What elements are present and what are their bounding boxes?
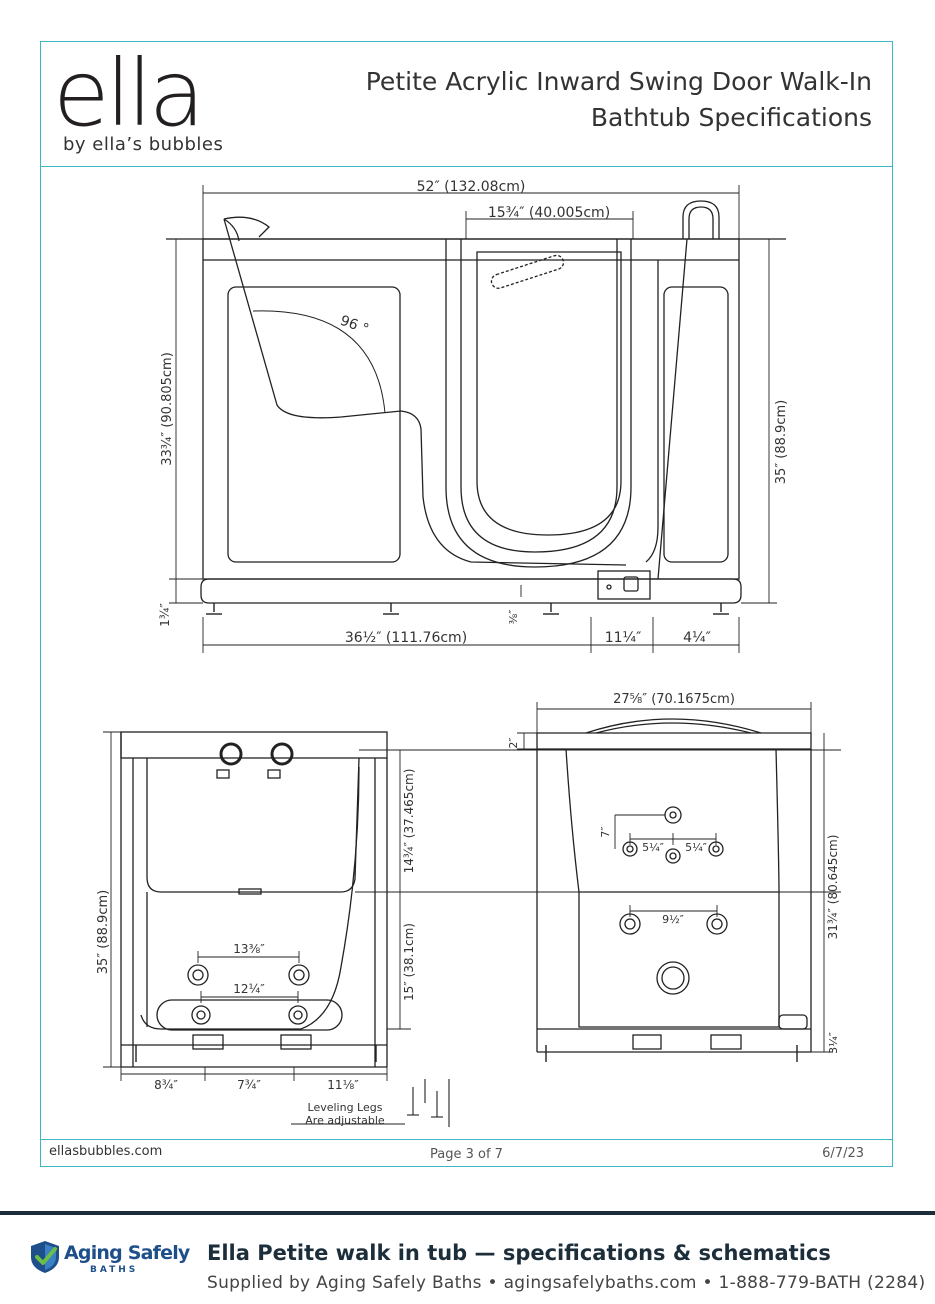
front-jet-spacing-upper: 13⅜″ [233, 942, 265, 956]
title-line-1: Petite Acrylic Inward Swing Door Walk-In [365, 67, 872, 96]
front-upper-depth: 14¾″ (37.465cm) [402, 769, 416, 874]
logo-wordmark: ella [53, 40, 205, 147]
side-rim-height: 2″ [507, 737, 520, 748]
side-overall-height: 31¾″ (80.645cm) [826, 835, 840, 940]
front-lower-depth: 15″ (38.1cm) [402, 923, 416, 1001]
brand-name: Aging Safely [64, 1242, 190, 1264]
leveling-note-1: Leveling Legs [308, 1101, 383, 1114]
top-overall-width: 52″ (132.08cm) [417, 179, 526, 195]
top-dim-bottom-1: 36½″ (111.76cm) [345, 630, 467, 646]
brand-sub: BATHS [90, 1265, 139, 1275]
footer-website[interactable]: ellasbubbles.com [49, 1144, 163, 1159]
top-drain-offset: ⅜″ [507, 610, 520, 625]
top-right-height: 35″ (88.9cm) [774, 400, 789, 484]
title-line-2: Bathtub Specifications [590, 103, 872, 132]
band-subtitle: Supplied by Aging Safely Baths • agingsa… [207, 1273, 926, 1293]
top-left-height: 33¾″ (90.805cm) [160, 352, 175, 466]
header-divider [41, 166, 892, 167]
footer-divider [41, 1139, 892, 1140]
footer-date: 6/7/23 [822, 1146, 864, 1161]
front-dim-bottom-3: 11⅛″ [327, 1078, 359, 1092]
side-jet-spacing-lower: 9½″ [662, 913, 684, 926]
top-dim-bottom-3: 4¼″ [683, 630, 711, 646]
supplier-band [0, 1215, 935, 1304]
side-jet-spacing-right: 5¼″ [685, 841, 707, 854]
side-jet-spacing-left: 5¼″ [642, 841, 664, 854]
band-divider [0, 1211, 935, 1215]
front-dim-bottom-1: 8¾″ [154, 1078, 178, 1092]
front-overall-height: 35″ (88.9cm) [96, 890, 111, 974]
top-view [166, 185, 786, 653]
spec-sheet: ella by ella’s bubbles Petite Acrylic In… [40, 41, 893, 1167]
front-view [103, 731, 841, 1127]
footer-page-number: Page 3 of 7 [430, 1147, 503, 1162]
side-view [517, 702, 833, 1062]
band-title: Ella Petite walk in tub — specifications… [207, 1241, 831, 1265]
top-door-width: 15¾″ (40.005cm) [488, 205, 610, 221]
shield-check-icon [31, 1241, 59, 1273]
top-leg-height: 1¾″ [158, 603, 172, 627]
leveling-note-2: Are adjustable [305, 1114, 385, 1127]
side-jet-vertical: 7″ [599, 826, 612, 837]
schematic-drawing: 52″ (132.08cm) 15¾″ (40.005cm) 96 ° 33¾″… [96, 179, 841, 1127]
front-jet-spacing-lower: 12¼″ [233, 982, 265, 996]
ella-logo: ella by ella’s bubbles [53, 40, 224, 156]
logo-tagline: by ella’s bubbles [63, 134, 224, 155]
top-dim-bottom-2: 11¼″ [605, 630, 642, 646]
top-seat-angle: 96 ° [338, 313, 371, 338]
side-leg-height: 3¼″ [827, 1032, 840, 1054]
page-title: Petite Acrylic Inward Swing Door Walk-In… [366, 64, 872, 136]
side-overall-width: 27⅝″ (70.1675cm) [613, 692, 735, 707]
front-dim-bottom-2: 7¾″ [237, 1078, 261, 1092]
